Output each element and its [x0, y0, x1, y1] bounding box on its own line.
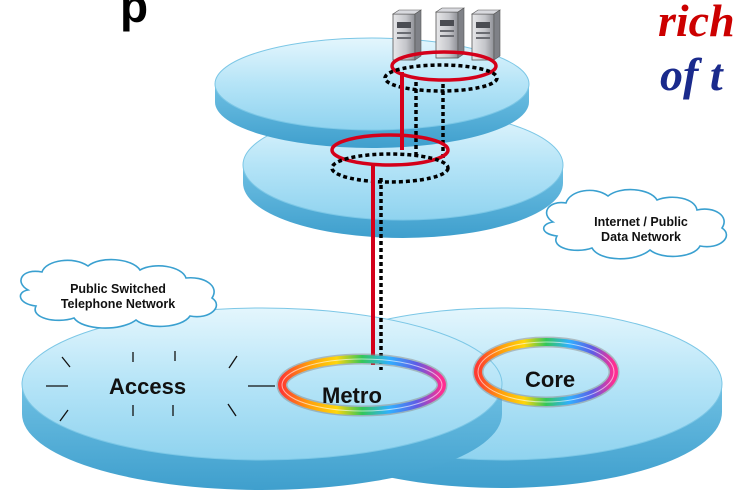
- burst-lines-icon: [46, 351, 275, 422]
- server-icon: [435, 7, 465, 59]
- headline-line1: rich: [658, 0, 735, 46]
- cloud-icon: [542, 188, 728, 260]
- server-icon: [392, 9, 422, 61]
- core-ring: [472, 336, 620, 408]
- access-label: Access: [109, 374, 186, 399]
- metro-label: Metro: [322, 383, 382, 408]
- middle-ring: [330, 133, 450, 184]
- top-ring: [383, 50, 499, 93]
- core-label: Core: [525, 367, 575, 392]
- headline-line2: of t: [660, 49, 724, 100]
- headline-left-fragment: p: [120, 0, 148, 32]
- pstn-cloud-line1: Public Switched: [70, 282, 166, 296]
- server-icon: [471, 9, 501, 61]
- metro-ring: [276, 353, 448, 417]
- top-disk: [214, 37, 530, 148]
- internet-cloud-line1: Internet / Public: [594, 215, 688, 229]
- internet-cloud-line2: Data Network: [601, 230, 681, 244]
- cloud-icon: [19, 258, 218, 329]
- pstn-cloud-line2: Telephone Network: [61, 297, 175, 311]
